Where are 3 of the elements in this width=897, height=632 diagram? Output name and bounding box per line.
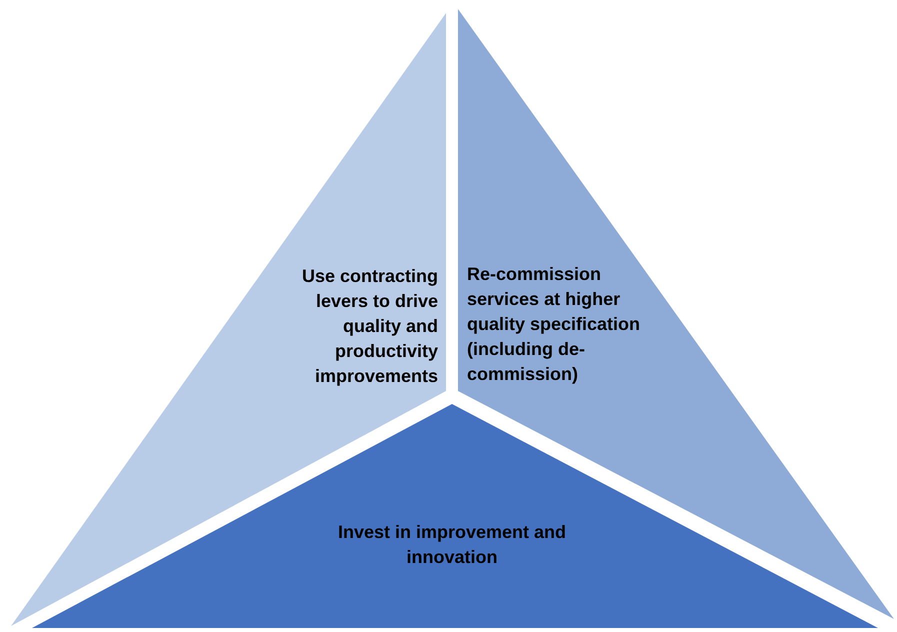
- segment-label: Re-commission services at higher quality specification (including de-commission): [467, 263, 642, 386]
- segment-label: Use contracting levers to drive quality and productivity improvements: [300, 265, 438, 388]
- segment-label: Invest in improvement and innovation: [336, 521, 568, 569]
